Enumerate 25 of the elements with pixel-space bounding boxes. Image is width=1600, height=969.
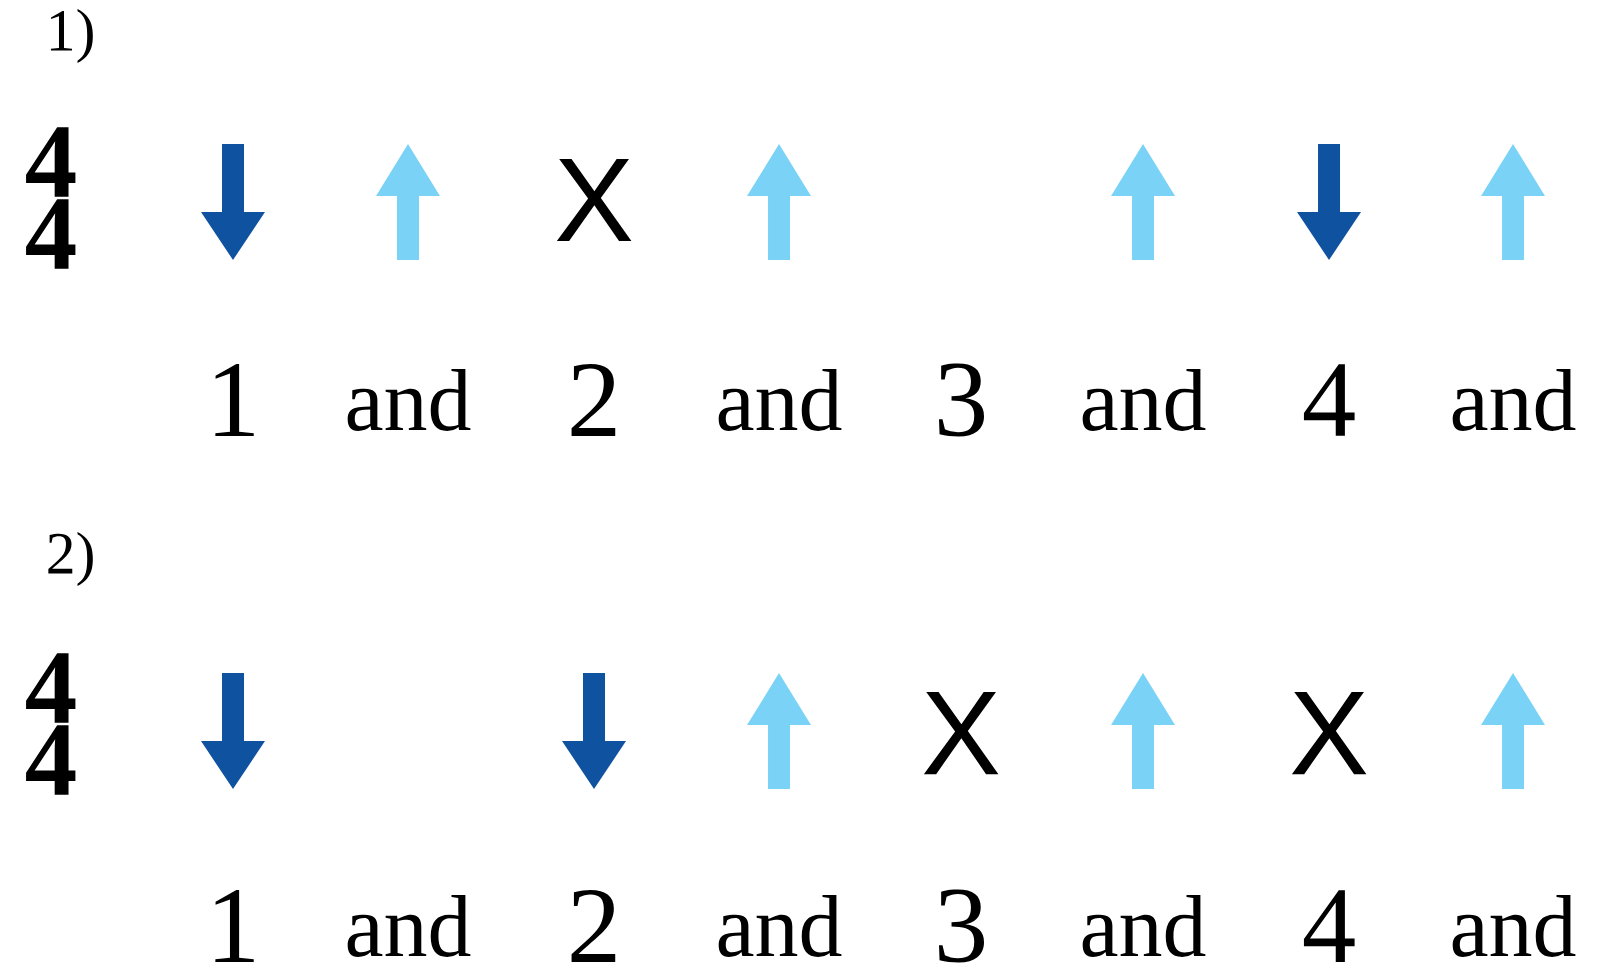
count-and: and [347,895,471,957]
row-number: 2) [48,531,93,587]
time-signature-digit: 4 [26,725,76,795]
count-number: 1 [215,890,254,962]
count-number: 4 [1303,364,1355,436]
count-number: 4 [1303,890,1355,962]
count-number: 2 [571,363,616,437]
x-mark: X [1291,691,1367,775]
x-mark: X [923,691,999,775]
count-number: 2 [571,889,616,963]
count-and: and [347,369,471,431]
row-number: 1) [50,8,93,64]
count-and: and [1082,895,1206,957]
count-number: 3 [939,889,984,963]
count-and: and [718,369,842,431]
count-and: and [718,895,842,957]
count-and: and [1082,369,1206,431]
time-signature-digit: 4 [26,653,76,723]
time-signature-digit: 4 [26,199,76,269]
count-and: and [1452,369,1576,431]
count-number: 1 [215,364,254,436]
count-number: 3 [939,363,984,437]
x-mark: X [556,158,632,242]
count-and: and [1452,895,1576,957]
time-signature-digit: 4 [26,127,76,197]
